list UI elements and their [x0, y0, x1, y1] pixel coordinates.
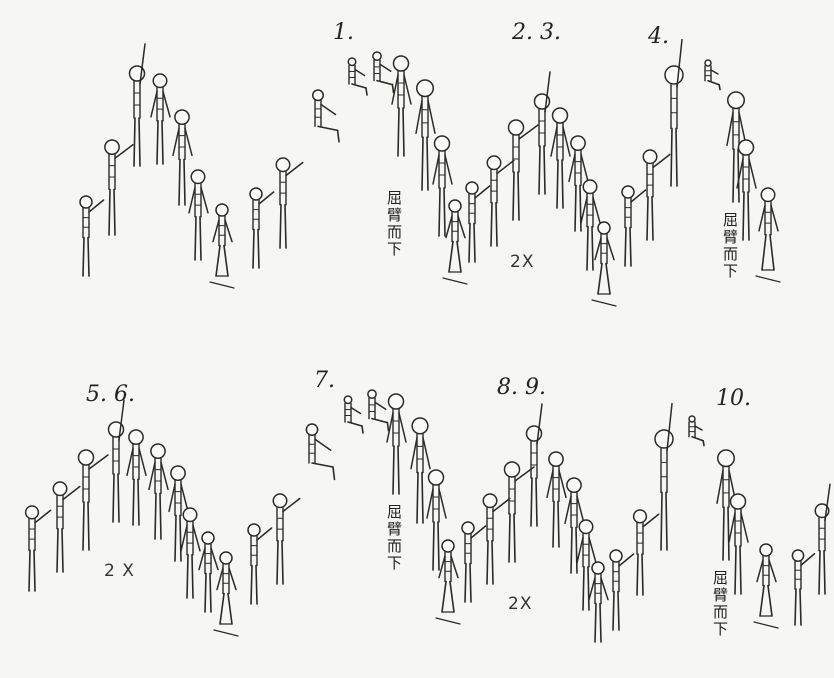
gymnast-figure	[482, 493, 511, 585]
gymnast-figure	[525, 403, 543, 527]
gymnast-figure	[249, 187, 275, 269]
gymnast-figure	[755, 187, 781, 283]
gymnast-figure	[180, 507, 201, 599]
gymnast-figure	[591, 221, 617, 307]
gymnast-figure	[107, 399, 125, 523]
gymnast-figure	[442, 199, 468, 285]
gymnast-figure	[704, 59, 721, 91]
gymnast-figure	[753, 543, 779, 629]
gymnast-figure	[716, 449, 737, 561]
gymnast-figure	[24, 505, 52, 592]
gymnast-figure	[305, 423, 336, 481]
side-note-3: 屈臂而下	[385, 504, 403, 572]
gymnast-figure	[172, 109, 193, 206]
gymnast-figure	[209, 203, 235, 289]
step-label-10: 10.	[716, 386, 751, 411]
repeat-mark-row2-left: 2 X	[104, 561, 135, 581]
side-note-2: 屈臂而下	[721, 212, 739, 280]
gymnast-figure	[588, 561, 609, 643]
gymnast-figure	[609, 549, 635, 631]
gymnast-figure	[621, 185, 647, 267]
gymnast-figure	[415, 79, 436, 191]
gymnast-figure	[728, 493, 749, 595]
side-note-4: 屈臂而下	[711, 570, 729, 638]
gymnast-figure	[386, 393, 407, 495]
gymnast-figure	[564, 477, 585, 574]
gymnast-figure	[546, 451, 567, 548]
gymnast-figure	[213, 551, 239, 637]
gymnast-figure	[550, 107, 571, 209]
repeat-mark-row2-right: 2X	[508, 594, 533, 614]
gymnast-figure	[410, 417, 431, 524]
gymnast-figure	[632, 509, 660, 596]
gymnast-figure	[533, 71, 551, 195]
gymnast-figure	[150, 73, 171, 165]
gymnast-figure	[507, 119, 539, 221]
gymnast-figure	[372, 51, 395, 94]
gymnast-figure	[580, 179, 601, 271]
gymnast-figure	[736, 139, 757, 241]
gymnast-figure	[486, 155, 515, 247]
gymnast-figure	[654, 402, 674, 551]
gymnast-figure	[52, 481, 81, 573]
step-label-8-9: 8. 9.	[497, 375, 546, 400]
gymnast-figure	[347, 57, 368, 96]
gymnast-figure	[576, 519, 597, 611]
gymnast-figure	[432, 135, 453, 237]
gymnast-figure	[814, 483, 831, 595]
gymnast-figure	[568, 135, 589, 232]
gymnast-figure	[77, 449, 109, 551]
gymnast-figure	[198, 531, 219, 613]
gymnast-figure	[343, 395, 364, 434]
gymnast-figure	[275, 157, 304, 249]
step-label-2-3: 2. 3.	[512, 20, 561, 45]
gymnast-figure	[391, 55, 412, 157]
gymnast-figure	[791, 549, 816, 626]
gymnast-figure	[688, 415, 705, 447]
gymnast-figure	[168, 465, 189, 562]
step-label-5-6: 5. 6.	[86, 382, 135, 407]
step-label-1: 1.	[333, 20, 354, 45]
gymnast-figure	[426, 469, 447, 571]
gymnast-figure	[435, 539, 461, 625]
gymnast-figure	[272, 493, 301, 585]
gymnast-figure	[312, 89, 340, 143]
gymnast-figure	[188, 169, 209, 261]
repeat-mark-row1: 2X	[510, 252, 535, 272]
gymnast-figure	[148, 443, 169, 540]
gymnast-figure	[367, 389, 390, 432]
gymnast-figure	[126, 429, 147, 526]
gymnast-figure	[104, 139, 134, 236]
gymnast-figure	[128, 43, 146, 167]
gymnast-figure	[79, 195, 105, 277]
gymnast-figure	[726, 91, 747, 203]
gymnast-figure	[503, 461, 535, 563]
step-label-4: 4.	[648, 24, 669, 49]
gymnast-figure	[642, 149, 671, 241]
gymnast-figure	[461, 521, 487, 603]
gymnast-figure	[247, 523, 273, 605]
step-label-7: 7.	[314, 368, 335, 393]
side-note-1: 屈臂而下	[385, 190, 403, 258]
gymnast-figure	[465, 181, 491, 263]
gymnast-figure	[664, 38, 684, 187]
